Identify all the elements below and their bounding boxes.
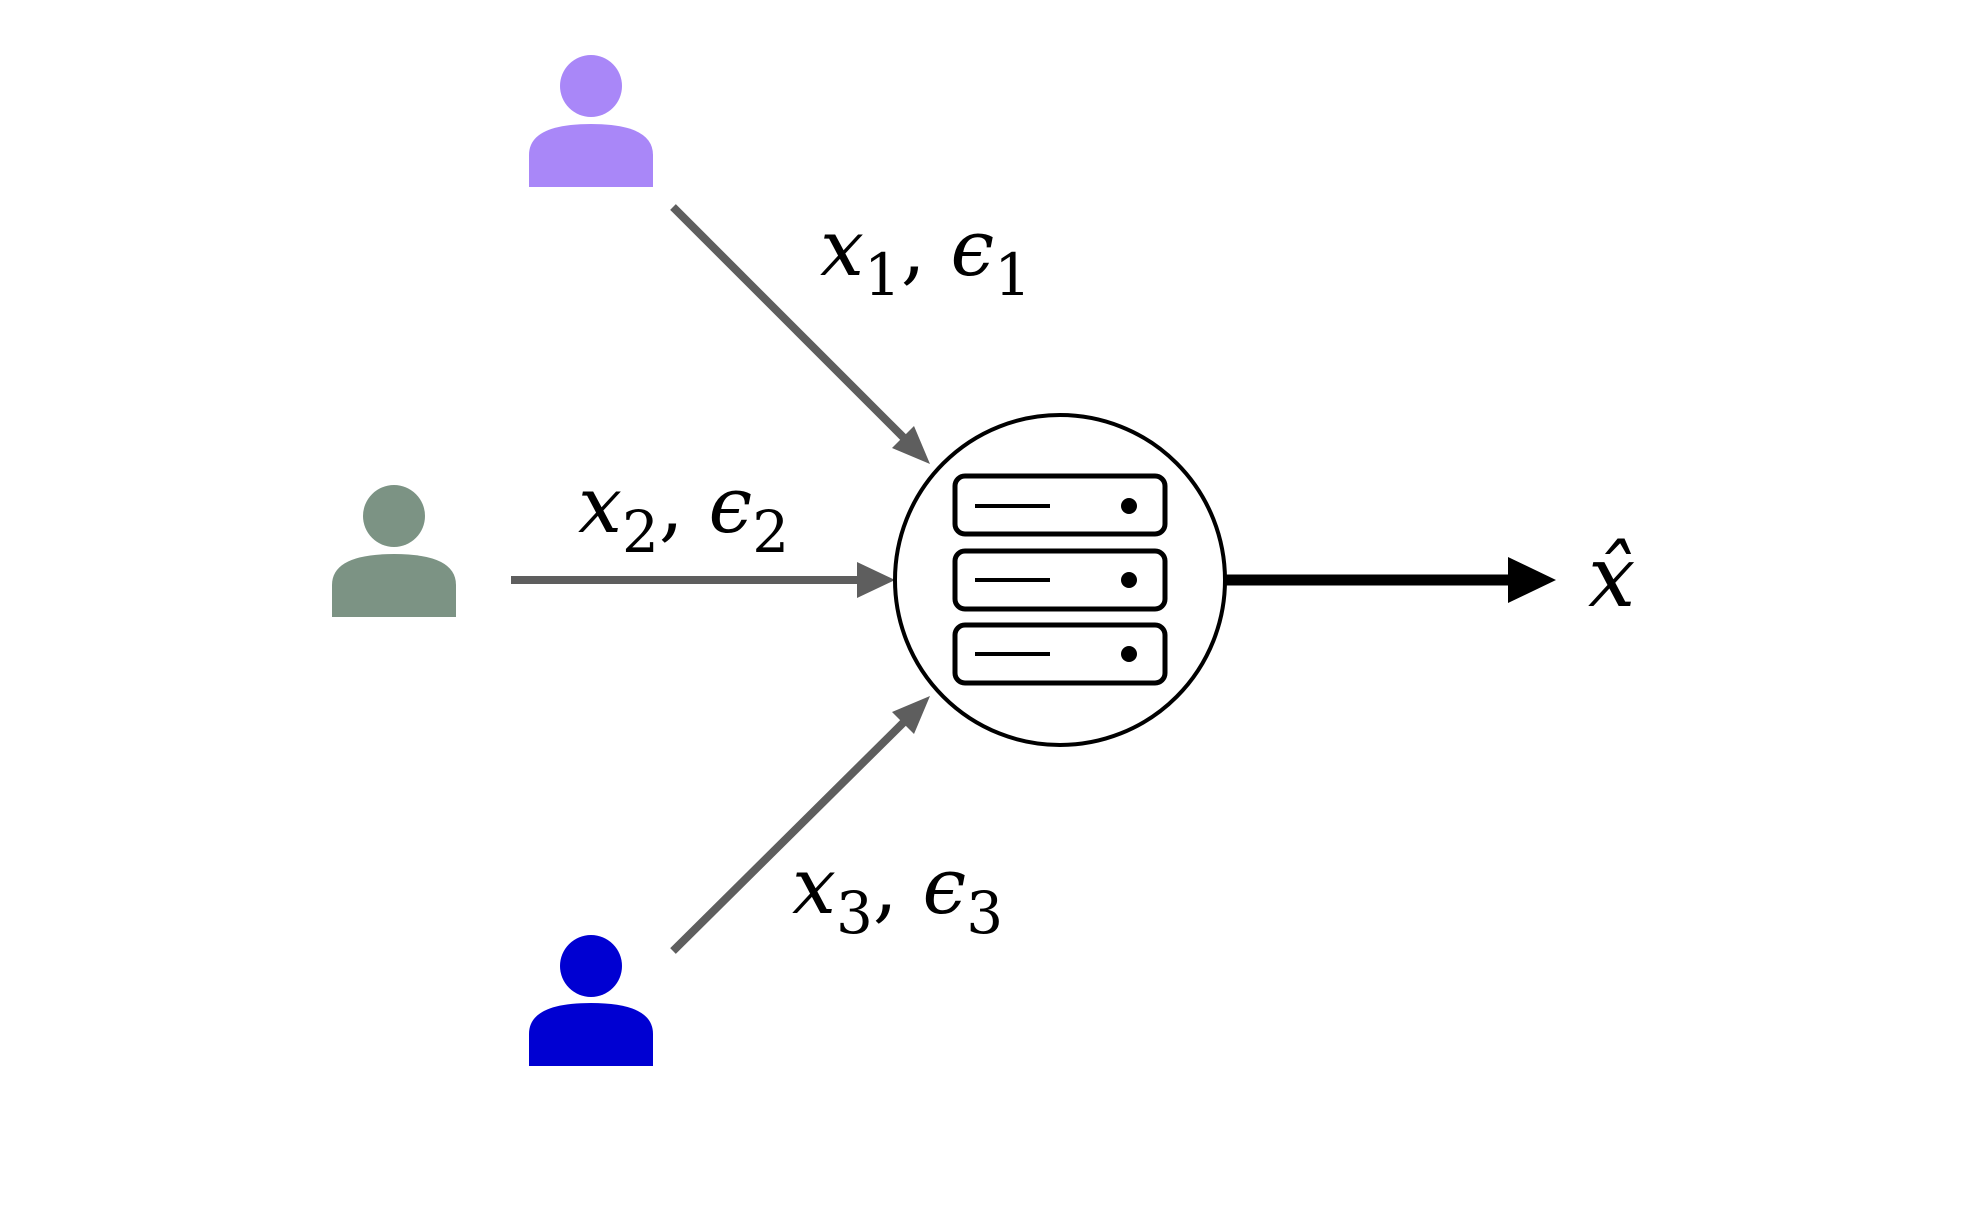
server-led-3	[1121, 646, 1137, 662]
output-label: x̂	[1588, 528, 1635, 626]
server-unit-1	[952, 473, 1168, 537]
server-unit-3	[952, 622, 1168, 686]
output-arrow	[1225, 557, 1556, 603]
arrow-3	[670, 696, 930, 954]
server-circle	[893, 413, 1227, 747]
user-2-body	[332, 554, 456, 617]
user-3-head	[560, 935, 622, 997]
server-rack-icon	[893, 413, 1227, 747]
user-1-person-icon	[529, 55, 653, 187]
user-1-body	[529, 124, 653, 187]
user-2-person-icon	[332, 485, 456, 617]
arrow-2	[511, 562, 895, 598]
edge-label-1: x1, ϵ1	[820, 204, 1031, 309]
edge-label-3: x3, ϵ3	[792, 842, 1003, 947]
user-3-person-icon	[529, 935, 653, 1066]
user-2-head	[363, 485, 425, 547]
server-unit-2	[952, 548, 1168, 612]
edge-label-2: x2, ϵ2	[578, 461, 789, 566]
user-1-head	[560, 55, 622, 117]
arrow-1	[670, 204, 930, 464]
server-led-2	[1121, 572, 1137, 588]
user-3-body	[529, 1003, 653, 1066]
server-led-1	[1121, 498, 1137, 514]
